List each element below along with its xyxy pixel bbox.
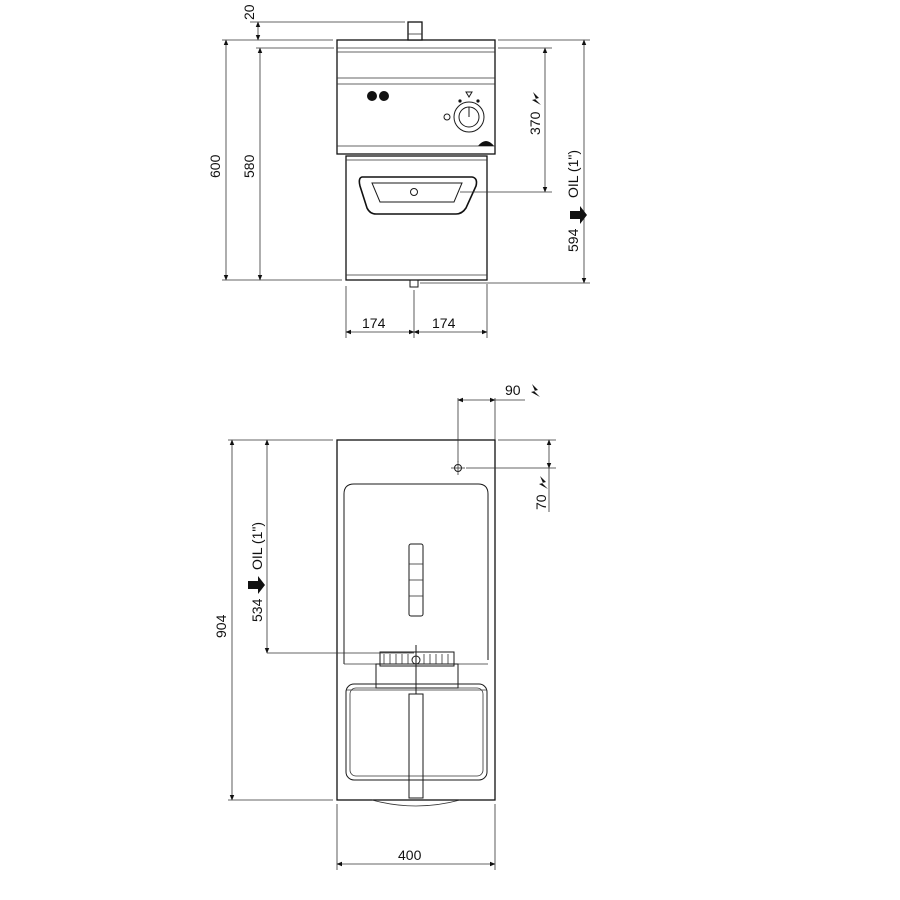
oil-label-front: OIL (1") [565,150,581,198]
dim-label-600: 600 [207,154,223,178]
lightning-bolt-icon [539,476,548,489]
front-cabinet [345,155,488,281]
indicator-lamp-2 [379,91,389,101]
control-knob [443,91,485,133]
dim-label-904: 904 [213,614,229,638]
dim-label-400: 400 [398,847,422,863]
dim-label-370: 370 [527,111,543,135]
dim-label-20: 20 [241,4,257,20]
door-handle [358,176,478,215]
top-outline [336,439,496,801]
dim-label-174-right: 174 [432,315,456,331]
electric-connection-marker [451,461,465,475]
dim-label-70: 70 [533,494,549,510]
arrow-down-icon [248,576,265,594]
dim-label-580: 580 [241,154,257,178]
lightning-bolt-icon [531,384,540,397]
vent-pipe [407,21,423,41]
indicator-lamp-1 [367,91,377,101]
lightning-bolt-icon [532,92,541,105]
dim-label-594: 594 [565,228,581,252]
dim-label-90: 90 [505,382,521,398]
arrow-down-icon [570,206,587,224]
dim-label-174-left: 174 [362,315,386,331]
oil-label-top: OIL (1") [249,522,265,570]
top-view: 90 70 904 534 OIL (1") 400 [213,382,556,870]
front-view: 20 600 580 370 594 OIL (1") 174 174 [207,4,590,338]
front-top-panel [336,39,496,155]
dim-label-534: 534 [249,598,265,622]
vat-handle [408,543,424,617]
oil-vat [343,483,489,660]
